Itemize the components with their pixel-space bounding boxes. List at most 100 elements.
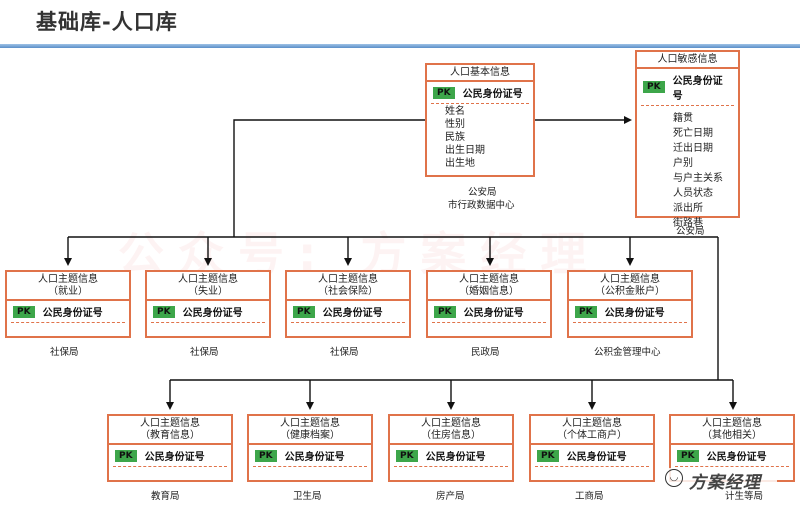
pk-field: 公民身份证号 bbox=[42, 308, 103, 319]
header-title: 人口主题信息 bbox=[280, 418, 340, 429]
header-subtitle: （教育信息） bbox=[140, 430, 200, 441]
dashed-divider bbox=[253, 466, 367, 467]
entity-topic-social-insurance: 人口主题信息（社会保险） PK 公民身份证号 bbox=[285, 270, 411, 338]
header-title: 人口主题信息 bbox=[562, 418, 622, 429]
entity-topic-employment: 人口主题信息（就业） PK 公民身份证号 bbox=[5, 270, 131, 338]
header-subtitle: （公积金账户） bbox=[595, 286, 665, 297]
field: 出生地 bbox=[445, 158, 475, 169]
header-title: 人口主题信息 bbox=[459, 274, 519, 285]
dashed-divider bbox=[641, 105, 734, 106]
wechat-logo: ◡ 方案经理 bbox=[665, 468, 777, 493]
field: 街路巷 bbox=[673, 218, 703, 229]
dashed-divider bbox=[394, 466, 508, 467]
pk-badge: PK bbox=[434, 305, 456, 318]
pk-field: 公民身份证号 bbox=[322, 308, 383, 319]
entity-header: 人口主题信息（个体工商户） bbox=[531, 416, 653, 445]
pk-row: PK 公民身份证号 bbox=[390, 445, 512, 466]
entity-topic-business: 人口主题信息（个体工商户） PK 公民身份证号 bbox=[529, 414, 655, 482]
source-label: 卫生局 bbox=[293, 491, 322, 502]
source-label: 公积金管理中心 bbox=[594, 347, 661, 358]
pk-badge: PK bbox=[153, 305, 175, 318]
pk-row: PK 公民身份证号 bbox=[531, 445, 653, 466]
dashed-divider bbox=[291, 322, 405, 323]
field: 民族 bbox=[445, 132, 465, 143]
header-title: 人口主题信息 bbox=[600, 274, 660, 285]
entity-sensitive-info: 人口敏感信息 PK 公民身份证号 籍贯 死亡日期 迁出日期 户别 与户主关系 人… bbox=[635, 50, 740, 229]
source-label: 社保局 bbox=[190, 347, 219, 358]
entity-header: 人口主题信息（就业） bbox=[7, 272, 129, 301]
header-title: 人口主题信息 bbox=[702, 418, 762, 429]
pk-field: 公民身份证号 bbox=[425, 452, 486, 463]
source-label: 社保局 bbox=[330, 347, 359, 358]
entity-header: 人口主题信息（健康档案） bbox=[249, 416, 371, 445]
pk-field: 公民身份证号 bbox=[706, 452, 767, 463]
pk-badge: PK bbox=[255, 449, 277, 462]
pk-badge: PK bbox=[537, 449, 559, 462]
entity-basic-info: 人口基本信息 PK 公民身份证号 姓名 性别 民族 出生日期 出生地 bbox=[425, 63, 535, 177]
pk-row: PK 公民身份证号 bbox=[287, 301, 409, 322]
pk-row: PK 公民身份证号 bbox=[637, 69, 738, 105]
pk-row: PK 公民身份证号 bbox=[427, 82, 533, 103]
field: 派出所 bbox=[673, 203, 703, 214]
source-label: 社保局 bbox=[50, 347, 79, 358]
source-label: 公安局 bbox=[468, 187, 497, 198]
pk-badge: PK bbox=[575, 305, 597, 318]
pk-field: 公民身份证号 bbox=[604, 308, 665, 319]
field: 与户主关系 bbox=[673, 173, 723, 184]
title-divider bbox=[0, 44, 800, 48]
pk-field: 公民身份证号 bbox=[182, 308, 243, 319]
field: 死亡日期 bbox=[673, 128, 713, 139]
source-label: 房产局 bbox=[436, 491, 465, 502]
pk-badge: PK bbox=[293, 305, 315, 318]
dashed-divider bbox=[431, 103, 529, 104]
dashed-divider bbox=[432, 322, 546, 323]
entity-header: 人口主题信息（失业） bbox=[147, 272, 269, 301]
entity-header: 人口主题信息（社会保险） bbox=[287, 272, 409, 301]
field-list: 姓名 性别 民族 出生日期 出生地 bbox=[427, 104, 533, 170]
field: 性别 bbox=[445, 119, 465, 130]
logo-text: 方案经理 bbox=[689, 473, 761, 493]
pk-field: 公民身份证号 bbox=[566, 452, 627, 463]
source-label: 计生等局 bbox=[725, 491, 764, 502]
header-title: 人口主题信息 bbox=[178, 274, 238, 285]
wechat-icon: ◡ bbox=[665, 469, 683, 487]
source-label: 教育局 bbox=[151, 491, 180, 502]
header-subtitle: （住房信息） bbox=[421, 430, 481, 441]
pk-field: 公民身份证号 bbox=[463, 308, 524, 319]
pk-badge: PK bbox=[643, 81, 665, 93]
pk-badge: PK bbox=[433, 86, 455, 99]
dashed-divider bbox=[11, 322, 125, 323]
source-label: 工商局 bbox=[575, 491, 604, 502]
dashed-divider bbox=[675, 466, 789, 467]
dashed-divider bbox=[151, 322, 265, 323]
header-title: 人口主题信息 bbox=[421, 418, 481, 429]
entity-topic-health: 人口主题信息（健康档案） PK 公民身份证号 bbox=[247, 414, 373, 482]
header-title: 人口主题信息 bbox=[318, 274, 378, 285]
header-title: 人口主题信息 bbox=[140, 418, 200, 429]
dashed-divider bbox=[113, 466, 227, 467]
pk-field: 公民身份证号 bbox=[672, 76, 723, 102]
field: 姓名 bbox=[445, 106, 465, 117]
entity-header: 人口主题信息（教育信息） bbox=[109, 416, 231, 445]
entity-header: 人口主题信息（婚姻信息） bbox=[428, 272, 550, 301]
pk-badge: PK bbox=[13, 305, 35, 318]
pk-row: PK 公民身份证号 bbox=[569, 301, 691, 322]
entity-header: 人口主题信息（公积金账户） bbox=[569, 272, 691, 301]
pk-badge: PK bbox=[115, 449, 137, 462]
field: 户别 bbox=[673, 158, 693, 169]
pk-row: PK 公民身份证号 bbox=[147, 301, 269, 322]
header-subtitle: （其他相关） bbox=[702, 430, 762, 441]
dashed-divider bbox=[535, 466, 649, 467]
entity-header: 人口主题信息（其他相关） bbox=[671, 416, 793, 445]
page-title: 基础库-人口库 bbox=[36, 10, 178, 34]
pk-badge: PK bbox=[396, 449, 418, 462]
header-subtitle: （社会保险） bbox=[318, 286, 378, 297]
field-list: 籍贯 死亡日期 迁出日期 户别 与户主关系 人员状态 派出所 街路巷 bbox=[637, 106, 738, 231]
pk-field: 公民身份证号 bbox=[284, 452, 345, 463]
entity-topic-marriage: 人口主题信息（婚姻信息） PK 公民身份证号 bbox=[426, 270, 552, 338]
pk-row: PK 公民身份证号 bbox=[428, 301, 550, 322]
field: 籍贯 bbox=[673, 113, 693, 124]
